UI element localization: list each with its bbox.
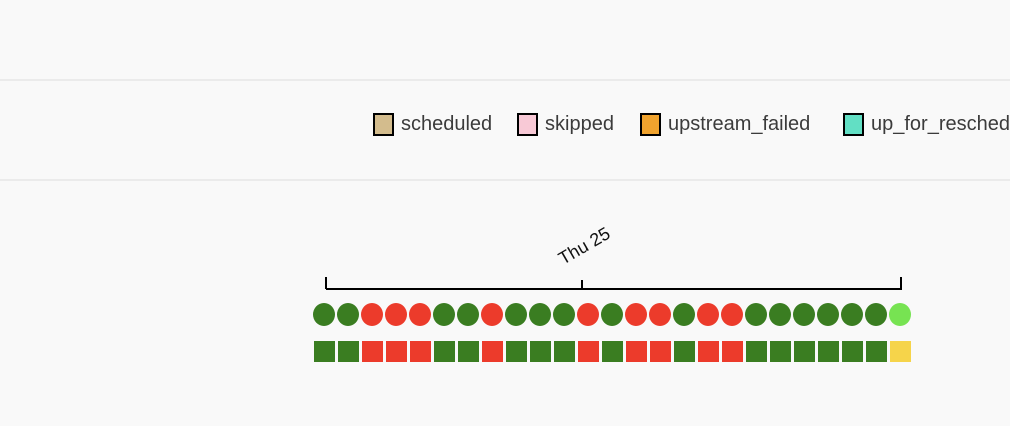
task-instance-square[interactable] (818, 341, 839, 362)
dag-run-circle[interactable] (769, 303, 791, 326)
task-instance-square[interactable] (506, 341, 527, 362)
dag-run-circle[interactable] (577, 303, 599, 326)
dag-run-circle[interactable] (697, 303, 719, 326)
top-divider (0, 79, 1010, 81)
dag-run-circle[interactable] (601, 303, 623, 326)
task-instance-square[interactable] (698, 341, 719, 362)
task-instance-square[interactable] (866, 341, 887, 362)
task-instance-square[interactable] (434, 341, 455, 362)
dag-run-circle[interactable] (841, 303, 863, 326)
dag-run-circle[interactable] (889, 303, 911, 326)
task-instance-square[interactable] (578, 341, 599, 362)
task-instance-square[interactable] (842, 341, 863, 362)
axis-date-label: Thu 25 (555, 223, 614, 269)
task-instance-square[interactable] (338, 341, 359, 362)
axis-tick-right (900, 277, 902, 289)
dag-run-circle[interactable] (409, 303, 431, 326)
task-instance-square[interactable] (458, 341, 479, 362)
dag-run-circle[interactable] (721, 303, 743, 326)
status-legend: scheduled skipped upstream_failed up_for_re… (0, 0, 1010, 180)
dag-run-circle[interactable] (385, 303, 407, 326)
task-instance-square[interactable] (554, 341, 575, 362)
task-instance-square[interactable] (410, 341, 431, 362)
legend-item-up_for_reschedule: up_for_reschedule (843, 113, 1010, 136)
dag-run-circle[interactable] (337, 303, 359, 326)
task-instance-square[interactable] (770, 341, 791, 362)
dag-run-circle[interactable] (745, 303, 767, 326)
dag-run-circle[interactable] (481, 303, 503, 326)
legend-swatch-scheduled (373, 113, 394, 136)
date-axis-line (326, 288, 902, 290)
legend-label: skipped (545, 113, 614, 135)
dag-run-circle[interactable] (505, 303, 527, 326)
legend-swatch-up_for_reschedule (843, 113, 864, 136)
dag-run-circle[interactable] (553, 303, 575, 326)
legend-item-scheduled: scheduled (373, 113, 492, 136)
dag-run-circle[interactable] (865, 303, 887, 326)
task-instance-square[interactable] (794, 341, 815, 362)
dag-run-row (313, 303, 911, 326)
task-instance-square[interactable] (602, 341, 623, 362)
axis-tick-left (325, 277, 327, 289)
legend-swatch-upstream_failed (640, 113, 661, 136)
dag-run-circle[interactable] (793, 303, 815, 326)
task-instance-square[interactable] (482, 341, 503, 362)
task-instance-square[interactable] (722, 341, 743, 362)
task-instance-square[interactable] (890, 341, 911, 362)
task-instance-row (314, 341, 911, 362)
task-instance-square[interactable] (626, 341, 647, 362)
legend-divider (0, 179, 1010, 181)
legend-swatch-skipped (517, 113, 538, 136)
task-instance-square[interactable] (530, 341, 551, 362)
dag-run-circle[interactable] (529, 303, 551, 326)
task-instance-square[interactable] (650, 341, 671, 362)
dag-run-circle[interactable] (817, 303, 839, 326)
status-chart: Thu 25 (0, 180, 1010, 426)
task-instance-square[interactable] (674, 341, 695, 362)
dag-run-circle[interactable] (649, 303, 671, 326)
dag-run-circle[interactable] (433, 303, 455, 326)
legend-label: upstream_failed (668, 113, 811, 135)
dag-run-circle[interactable] (313, 303, 335, 326)
task-instance-square[interactable] (746, 341, 767, 362)
task-instance-square[interactable] (314, 341, 335, 362)
legend-item-upstream_failed: upstream_failed (640, 113, 810, 136)
legend-item-skipped: skipped (517, 113, 614, 136)
legend-label: scheduled (401, 113, 493, 135)
dag-run-circle[interactable] (625, 303, 647, 326)
task-instance-square[interactable] (362, 341, 383, 362)
axis-tick-middle (581, 280, 583, 289)
dag-run-circle[interactable] (361, 303, 383, 326)
dag-run-circle[interactable] (457, 303, 479, 326)
task-instance-square[interactable] (386, 341, 407, 362)
legend-label: up_for_reschedule (871, 113, 1010, 135)
dag-run-circle[interactable] (673, 303, 695, 326)
